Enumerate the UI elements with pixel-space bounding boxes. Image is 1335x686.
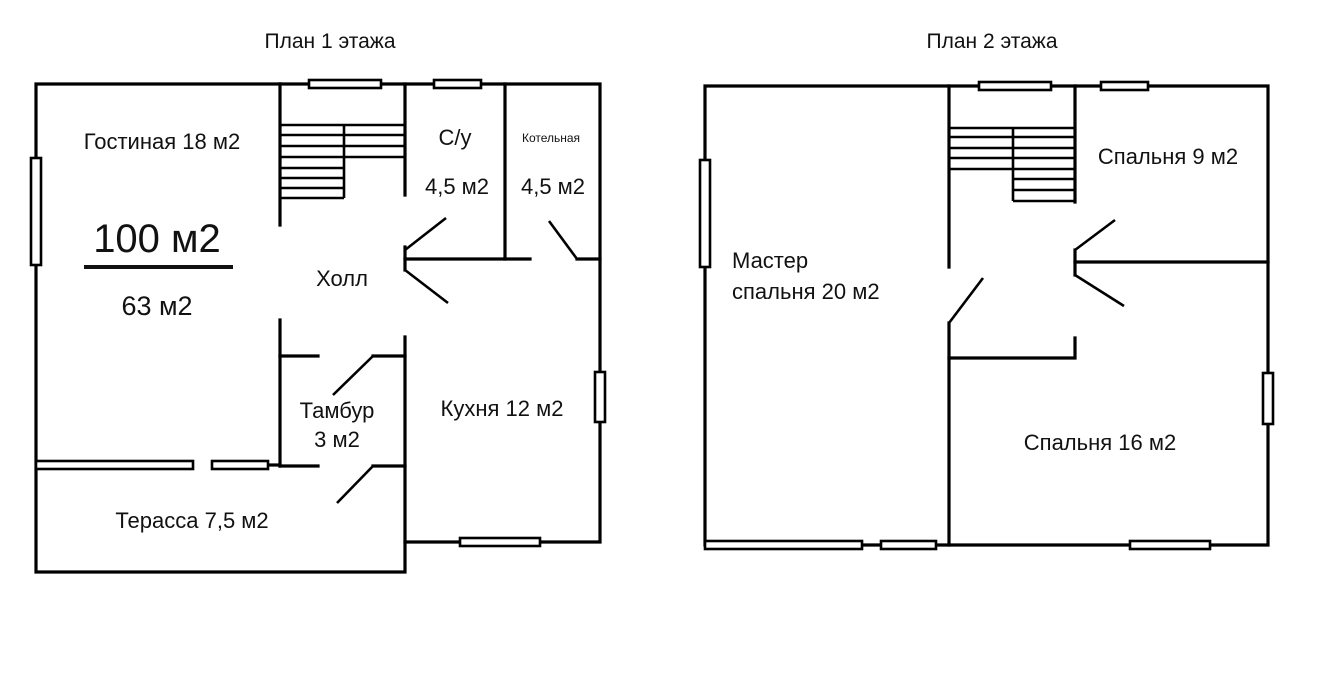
plan2-doors — [947, 218, 1125, 324]
room-living: Гостиная 18 м2 — [84, 129, 240, 154]
plan2-walls — [703, 84, 1270, 547]
plan1-doors — [332, 216, 579, 504]
living-area: 63 м2 — [121, 291, 192, 321]
plan1-title: План 1 этажа — [264, 30, 395, 53]
room-vestibule: Тамбур — [300, 398, 375, 423]
plan2-windows — [698, 80, 1275, 551]
room-bedroom-9: Спальня 9 м2 — [1098, 144, 1238, 169]
room-master-line1: Мастер — [732, 248, 808, 273]
plan2-stairs — [949, 126, 1075, 203]
room-boiler-area: 4,5 м2 — [521, 174, 585, 199]
total-area: 100 м2 — [93, 217, 221, 261]
room-bathroom: С/у — [439, 125, 472, 150]
room-terrace: Терасса 7,5 м2 — [115, 508, 268, 533]
plan2-title: План 2 этажа — [926, 30, 1057, 53]
room-kitchen: Кухня 12 м2 — [441, 396, 564, 421]
room-bathroom-area: 4,5 м2 — [425, 174, 489, 199]
room-bedroom-16: Спальня 16 м2 — [1024, 430, 1176, 455]
room-vestibule-area: 3 м2 — [314, 427, 360, 452]
room-boiler: Котельная — [522, 131, 580, 145]
plan1-windows — [29, 78, 607, 548]
plan1-stairs — [280, 123, 405, 200]
room-master-line2: спальня 20 м2 — [732, 279, 880, 304]
room-hall: Холл — [316, 266, 368, 291]
